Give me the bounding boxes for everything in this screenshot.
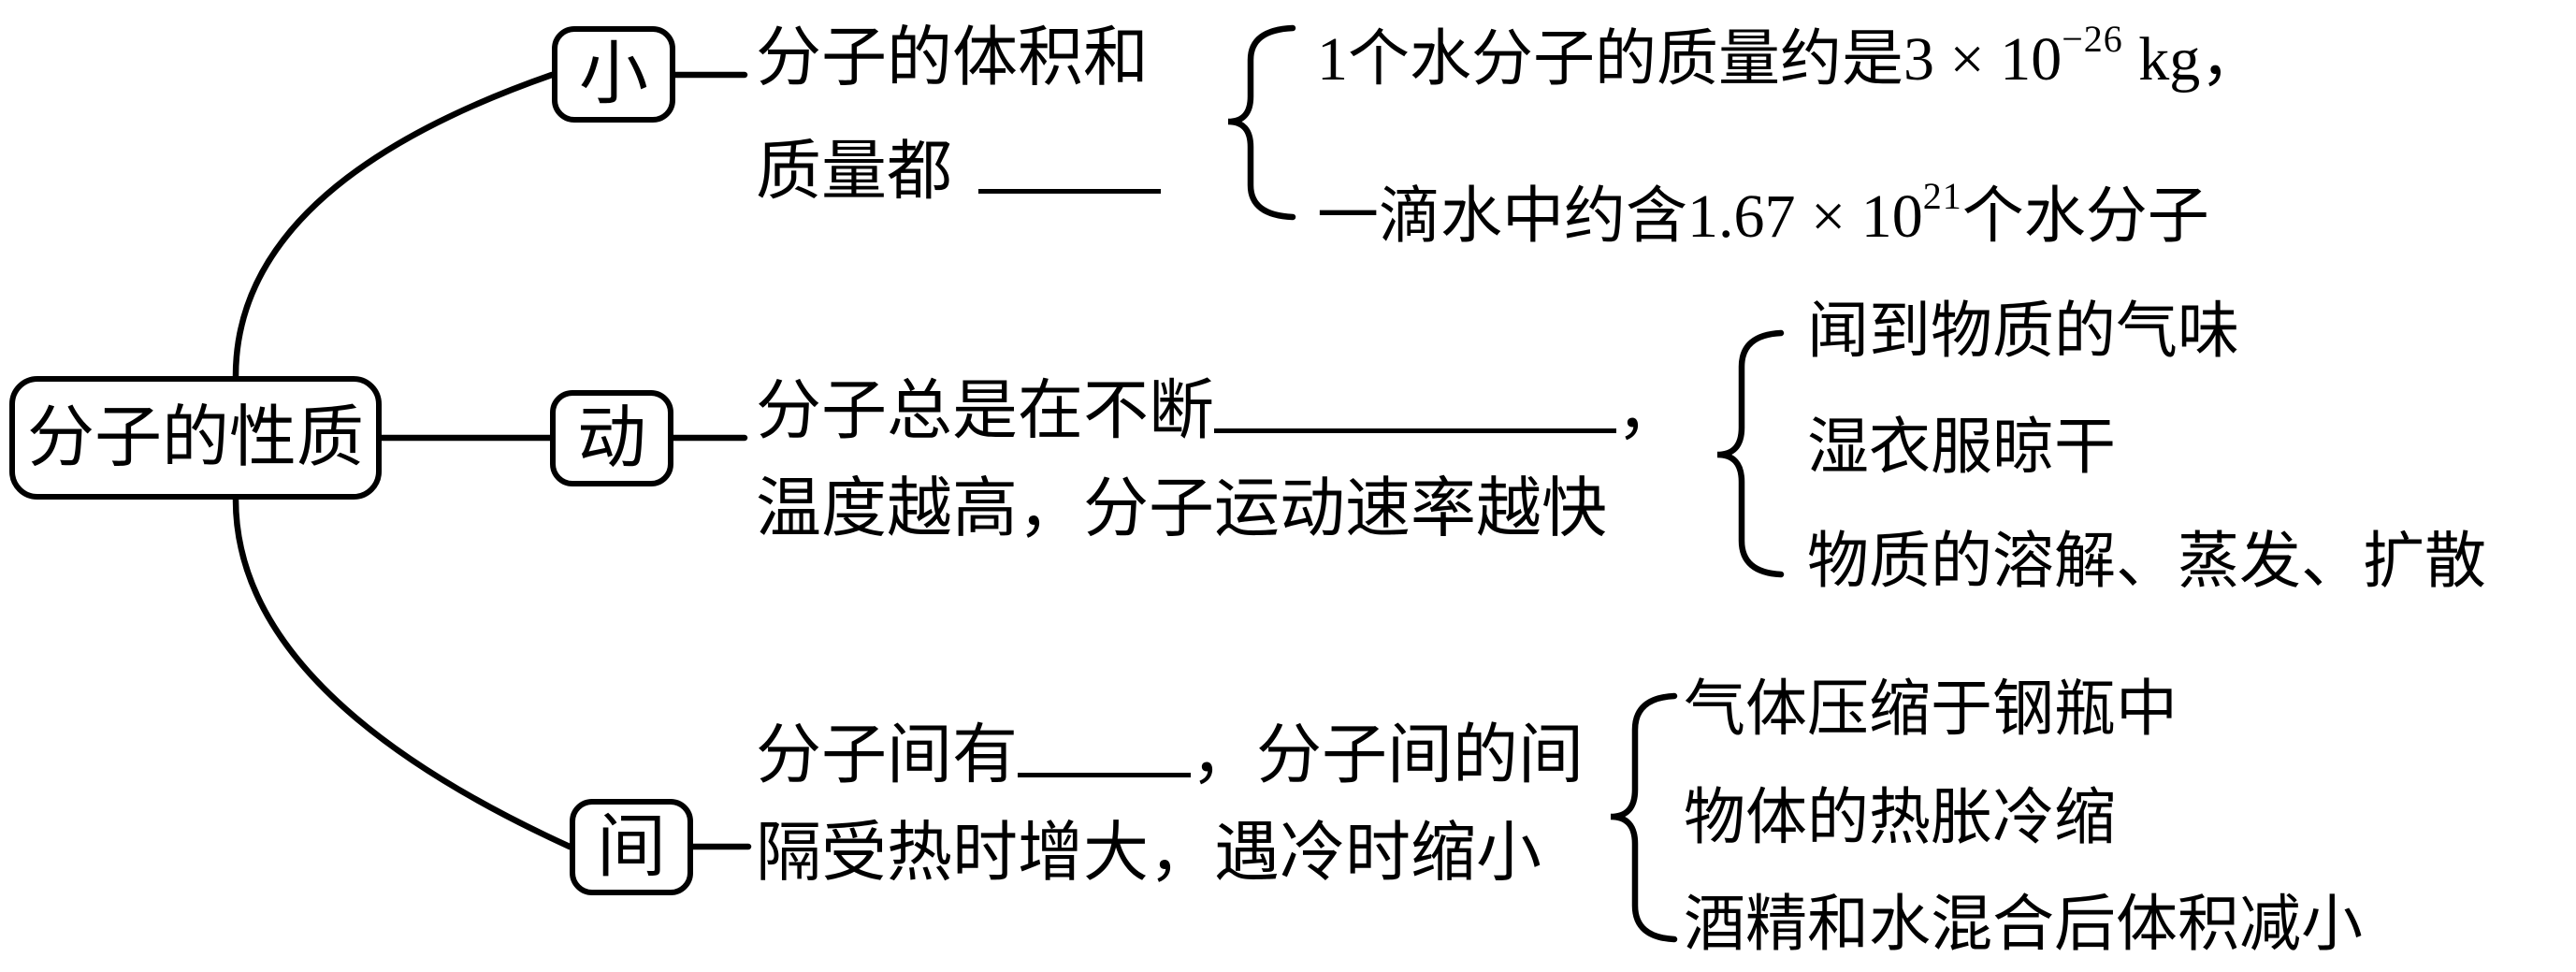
small-example-2-tail: 个水分子 [1961,182,2209,251]
gap-desc-line1-prefix: 分子间有 [756,719,1018,792]
gap-desc-line2: 隔受热时增大，遇冷时缩小 [756,818,1541,890]
small-desc-line2-text: 质量都 [756,136,952,209]
small-desc-line2: 质量都 [756,131,1161,206]
move-desc-line1-suffix: ， [1616,375,1682,448]
small-example-1-exponent: −26 [2062,18,2123,60]
move-desc-line1-prefix: 分子总是在不断 [756,375,1214,448]
gap-example-2: 物体的热胀冷缩 [1684,784,2116,852]
move-example-3: 物质的溶解、蒸发、扩散 [1807,528,2486,596]
small-blank [978,131,1161,194]
small-desc-line1: 分子的体积和 [756,22,1149,94]
move-blank [1214,370,1616,433]
key-label-small: 小 [579,36,648,113]
gap-desc-line1: 分子间有 ，分子间的间 [756,715,1584,790]
key-box-move: 动 [550,390,673,486]
root-label: 分子的性质 [26,400,364,475]
gap-blank [1018,715,1191,777]
brace-gap [1610,692,1678,943]
root-to-gap-arc [232,496,573,850]
move-desc-line1: 分子总是在不断 ， [756,370,1682,445]
move-desc-line2: 温度越高，分子运动速率越快 [756,473,1607,545]
gap-desc-line1-suffix: ，分子间的间 [1191,719,1584,792]
small-example-2: 一滴水中约含1.67 × 1021个水分子 [1317,178,2209,248]
root-to-small-arc [232,71,556,380]
small-example-1-base: 1个水分子的质量约是3 × 10 [1317,25,2062,94]
move-example-1: 闻到物质的气味 [1807,297,2239,366]
key-box-gap: 间 [570,799,693,895]
small-example-1: 1个水分子的质量约是3 × 10−26 kg， [1317,21,2262,91]
root-node: 分子的性质 [9,376,382,500]
small-example-1-tail: kg， [2122,25,2263,94]
key-label-move: 动 [577,399,646,477]
move-example-2: 湿衣服晾干 [1807,413,2116,482]
key-label-gap: 间 [597,808,666,886]
key-box-small: 小 [552,26,675,123]
small-example-2-exponent: 21 [1922,175,1962,217]
gap-example-3: 酒精和水混合后体积减小 [1684,891,2363,959]
small-example-2-base: 一滴水中约含1.67 × 10 [1317,182,1923,251]
brace-move [1716,329,1785,578]
brace-small [1227,24,1296,221]
gap-example-1: 气体压缩于钢瓶中 [1684,675,2178,744]
